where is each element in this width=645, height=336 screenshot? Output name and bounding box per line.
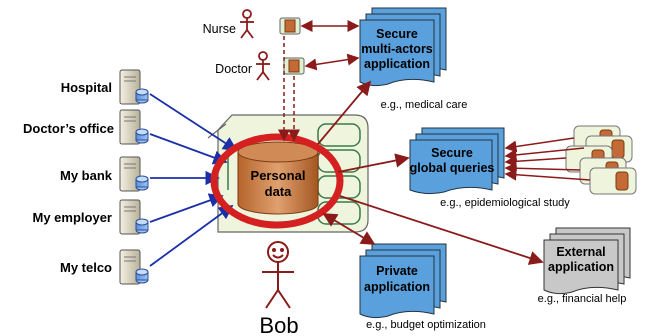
highlight-ring	[210, 133, 344, 229]
arrow	[504, 155, 567, 168]
store-to-multi-actor-arrow	[317, 80, 372, 145]
actor-nurse: Nurse	[203, 9, 301, 39]
card-icon	[589, 167, 637, 195]
person-icon	[240, 9, 254, 39]
source-label: Hospital	[61, 80, 112, 95]
app-title: multi-actors	[361, 42, 433, 56]
source-label: My telco	[60, 260, 112, 275]
actor-label: Bob	[259, 313, 298, 336]
app-stack-icon	[359, 243, 447, 319]
person-icon	[262, 241, 294, 309]
arrow	[149, 93, 238, 151]
app-global-queries: Secure global queries e.g., epidemiologi…	[409, 127, 570, 209]
server-icon	[119, 199, 149, 235]
device-icon	[283, 57, 305, 75]
device-icon	[279, 17, 301, 35]
arrow	[504, 137, 575, 153]
arrow	[149, 204, 234, 267]
personal-data-store: Personal data	[237, 141, 319, 215]
app-caption: e.g., budget optimization	[366, 319, 486, 331]
device-links	[278, 36, 300, 142]
source-my-bank: My bank	[60, 156, 149, 192]
store-to-private-arrow	[322, 213, 376, 245]
app-multi-actor: Secure multi-actors application e.g., me…	[359, 7, 468, 111]
app-stack-icon	[359, 7, 447, 87]
source-hospital: Hospital	[61, 69, 149, 105]
arrow	[504, 162, 581, 175]
arrow	[304, 53, 360, 71]
app-caption: e.g., epidemiological study	[440, 197, 570, 209]
app-title: application	[364, 57, 430, 71]
app-stack-icon	[543, 227, 631, 295]
app-title: application	[548, 260, 614, 274]
app-caption: e.g., financial help	[538, 293, 627, 305]
source-label: My bank	[60, 168, 113, 183]
actor-doctor: Doctor	[215, 51, 305, 81]
app-title: Private	[376, 264, 418, 278]
personal-data-label: Personal	[251, 168, 306, 183]
source-doctors-office: Doctor’s office	[23, 109, 149, 145]
app-title: External	[556, 245, 605, 259]
store-to-global-queries-arrow	[337, 153, 410, 173]
server-icon	[119, 156, 149, 192]
arrow	[149, 133, 228, 165]
app-title: application	[364, 280, 430, 294]
person-icon	[256, 51, 270, 81]
source-label: My employer	[33, 210, 112, 225]
arrow	[504, 147, 585, 161]
app-stack-icon	[409, 127, 505, 195]
server-icon	[119, 249, 149, 285]
server-icon	[119, 109, 149, 145]
actor-bob: Bob	[259, 241, 299, 336]
actor-label: Doctor	[215, 62, 252, 76]
actor-label: Nurse	[203, 22, 236, 36]
app-private: Private application e.g., budget optimiz…	[359, 243, 486, 331]
app-external: External application e.g., financial hel…	[538, 227, 631, 305]
arrow	[504, 168, 591, 181]
arrow	[149, 193, 224, 223]
store-to-external-arrow	[339, 195, 544, 265]
app-title: global queries	[410, 161, 495, 175]
app-title: Secure	[376, 27, 418, 41]
device-to-app-arrows	[300, 20, 360, 71]
source-my-employer: My employer	[33, 199, 149, 235]
source-arrows	[149, 93, 238, 267]
app-title: Secure	[431, 146, 473, 160]
app-caption: e.g., medical care	[381, 99, 468, 111]
peer-cards-cluster	[504, 125, 637, 195]
server-icon	[119, 69, 149, 105]
source-label: Doctor’s office	[23, 121, 114, 136]
personal-data-label: data	[265, 184, 293, 199]
source-my-telco: My telco	[60, 249, 149, 285]
